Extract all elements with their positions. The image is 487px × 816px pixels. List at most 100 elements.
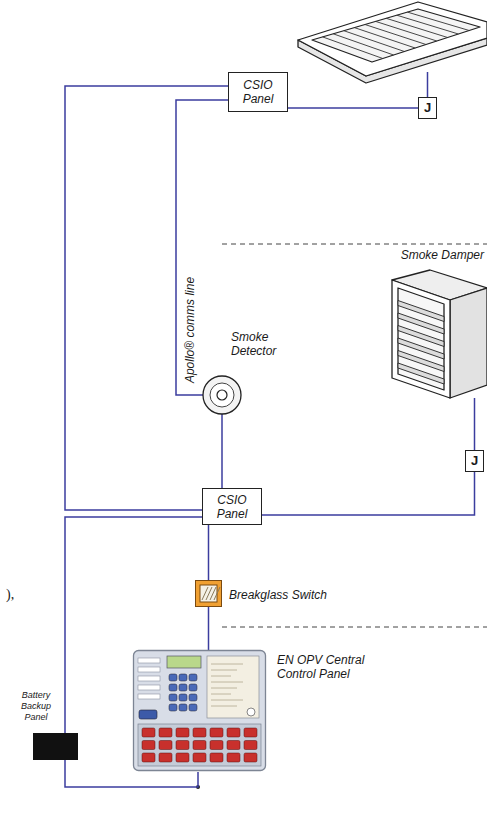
shape <box>450 288 487 398</box>
vent-slat <box>407 12 469 30</box>
shape <box>392 280 450 398</box>
roof-ventilator <box>298 2 487 83</box>
shape <box>193 728 206 737</box>
shape <box>210 383 234 407</box>
shape <box>179 704 187 711</box>
shape <box>138 724 261 766</box>
battery-backup-panel: Battery Backup Panel <box>10 688 82 762</box>
shape <box>392 270 487 398</box>
shape <box>179 694 187 701</box>
wire <box>427 72 429 97</box>
shape <box>193 753 206 762</box>
wire-connector <box>208 525 209 580</box>
shape <box>211 682 243 683</box>
battery-box <box>33 733 78 760</box>
shape <box>138 658 160 663</box>
shape <box>211 664 243 665</box>
smoke-damper: Smoke Damper <box>385 246 487 402</box>
shape <box>227 741 240 750</box>
control-panel-box: CSIO Panel <box>202 488 262 525</box>
detector-label: Smoke Detector <box>231 330 283 358</box>
shape <box>189 674 197 681</box>
stray-text: ), <box>6 588 14 602</box>
shape <box>211 688 237 689</box>
shape <box>398 288 444 390</box>
shape <box>227 753 240 762</box>
shape <box>138 667 160 672</box>
shape <box>244 728 257 737</box>
shape <box>189 694 197 701</box>
control-panel-illustration <box>133 650 268 772</box>
detector-symbol <box>202 375 242 415</box>
wire-connector <box>208 607 209 650</box>
shape <box>207 656 259 718</box>
shape <box>142 753 155 762</box>
control-panel-box: CSIO Panel <box>228 72 288 112</box>
shape <box>139 710 157 719</box>
damper-blade <box>398 363 444 384</box>
shape <box>159 728 172 737</box>
central-control-panel: EN OPV Central Control Panel <box>130 648 402 774</box>
shape <box>176 753 189 762</box>
shape <box>169 694 177 701</box>
breakglass-icon <box>195 580 222 607</box>
shape <box>247 708 255 716</box>
shape <box>203 376 241 414</box>
shape <box>179 674 187 681</box>
shape <box>211 676 231 677</box>
shape <box>134 651 266 771</box>
shape <box>167 656 201 668</box>
shape <box>142 741 155 750</box>
shape <box>210 728 223 737</box>
shape <box>169 684 177 691</box>
panel-label: EN OPV Central Control Panel <box>277 653 399 681</box>
breakglass-switch: Breakglass Switch <box>195 580 345 611</box>
shape <box>189 704 197 711</box>
battery-label: Battery Backup Panel <box>12 690 60 723</box>
wire-connector <box>288 108 418 109</box>
shape <box>196 581 222 607</box>
wire-line <box>208 607 210 650</box>
shape <box>210 741 223 750</box>
shape <box>211 700 243 701</box>
junction-box: J <box>465 450 484 472</box>
wire-line <box>65 86 228 510</box>
shape <box>142 728 155 737</box>
shape <box>244 753 257 762</box>
wire-line <box>474 398 476 450</box>
smoke-detector: Smoke Detector <box>198 328 284 418</box>
shape <box>211 670 237 671</box>
shape <box>189 684 197 691</box>
switch-label: Breakglass Switch <box>229 588 327 602</box>
shape <box>227 728 240 737</box>
shape <box>211 694 231 695</box>
shape <box>214 587 220 600</box>
shape <box>193 741 206 750</box>
wire-connector <box>222 414 223 488</box>
wire-connector <box>176 100 228 395</box>
shape <box>159 741 172 750</box>
panel-label: CSIO Panel <box>233 78 283 106</box>
shape <box>159 753 172 762</box>
shape <box>179 684 187 691</box>
floor-divider <box>222 627 487 628</box>
shape <box>211 706 237 707</box>
wire-line <box>176 100 228 395</box>
shape <box>138 676 160 681</box>
shape <box>210 753 223 762</box>
shape <box>138 694 160 699</box>
shape <box>169 704 177 711</box>
panel-label: CSIO Panel <box>207 493 257 521</box>
shape <box>217 390 227 400</box>
wire-connector <box>262 472 475 515</box>
wire-line <box>208 525 210 580</box>
junction-label: J <box>471 454 478 468</box>
wire-connector <box>65 86 228 510</box>
wire-line <box>221 414 223 488</box>
wire-line <box>288 107 418 109</box>
junction-box: J <box>418 97 437 119</box>
shape <box>244 741 257 750</box>
shape <box>169 674 177 681</box>
shape <box>176 741 189 750</box>
